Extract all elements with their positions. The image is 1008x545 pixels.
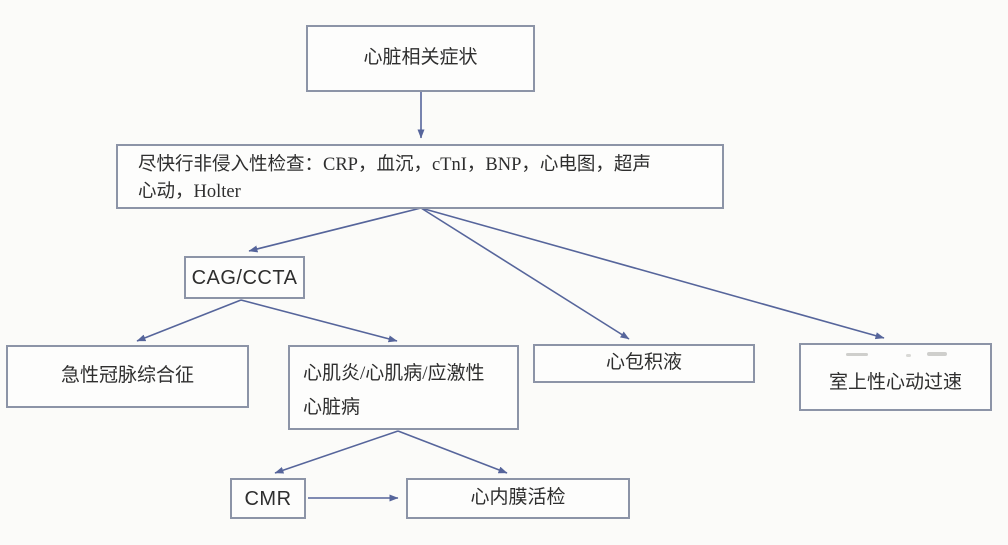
node-endomyocardial-biopsy: 心内膜活检: [406, 478, 630, 519]
node-noninvasive-tests-line1: 尽快行非侵入性检查：CRP，血沉，cTnI，BNP，心电图，超声: [138, 154, 651, 175]
node-pericardial-effusion: 心包积液: [533, 344, 755, 383]
node-cag-ccta-label: CAG/CCTA: [191, 266, 298, 289]
node-cag-ccta: CAG/CCTA: [184, 256, 305, 299]
edge-tests-to-effusion: [420, 207, 630, 340]
edge-tests-to-svt: [420, 207, 885, 340]
node-endomyocardial-biopsy-label: 心内膜活检: [470, 487, 566, 509]
node-noninvasive-tests: 尽快行非侵入性检查：CRP，血沉，cTnI，BNP，心电图，超声 心动，Holt…: [116, 144, 724, 209]
edge-myocarditis-to-biopsy: [397, 430, 508, 474]
node-heart-symptoms-label: 心脏相关症状: [363, 47, 478, 69]
node-myocarditis-cardiomyopathy: 心肌炎/心肌病/应激性 心脏病: [288, 345, 519, 430]
scan-artifact-dash: [846, 353, 868, 356]
scan-artifact-dash: [927, 352, 947, 356]
node-myocarditis-line1: 心肌炎/心肌病/应激性: [303, 362, 485, 384]
edge-cag-to-myocarditis: [240, 299, 398, 343]
scan-artifact-dot: [906, 354, 911, 357]
edge-myocarditis-to-cmr: [274, 430, 399, 474]
node-cmr-label: CMR: [244, 487, 292, 510]
edge-cag-to-acs: [136, 299, 242, 342]
node-supraventricular-tachycardia: 室上性心动过速: [799, 343, 992, 411]
node-acute-coronary-syndrome-label: 急性冠脉综合征: [60, 365, 194, 387]
node-acute-coronary-syndrome: 急性冠脉综合征: [6, 345, 249, 408]
node-cmr: CMR: [230, 478, 306, 519]
node-pericardial-effusion-label: 心包积液: [605, 352, 682, 374]
node-supraventricular-tachycardia-label: 室上性心动过速: [828, 372, 962, 394]
edge-tests-to-cag: [248, 207, 422, 253]
node-myocarditis-line2: 心脏病: [303, 396, 361, 418]
node-noninvasive-tests-line2: 心动，Holter: [138, 181, 241, 202]
node-heart-symptoms: 心脏相关症状: [306, 25, 535, 92]
